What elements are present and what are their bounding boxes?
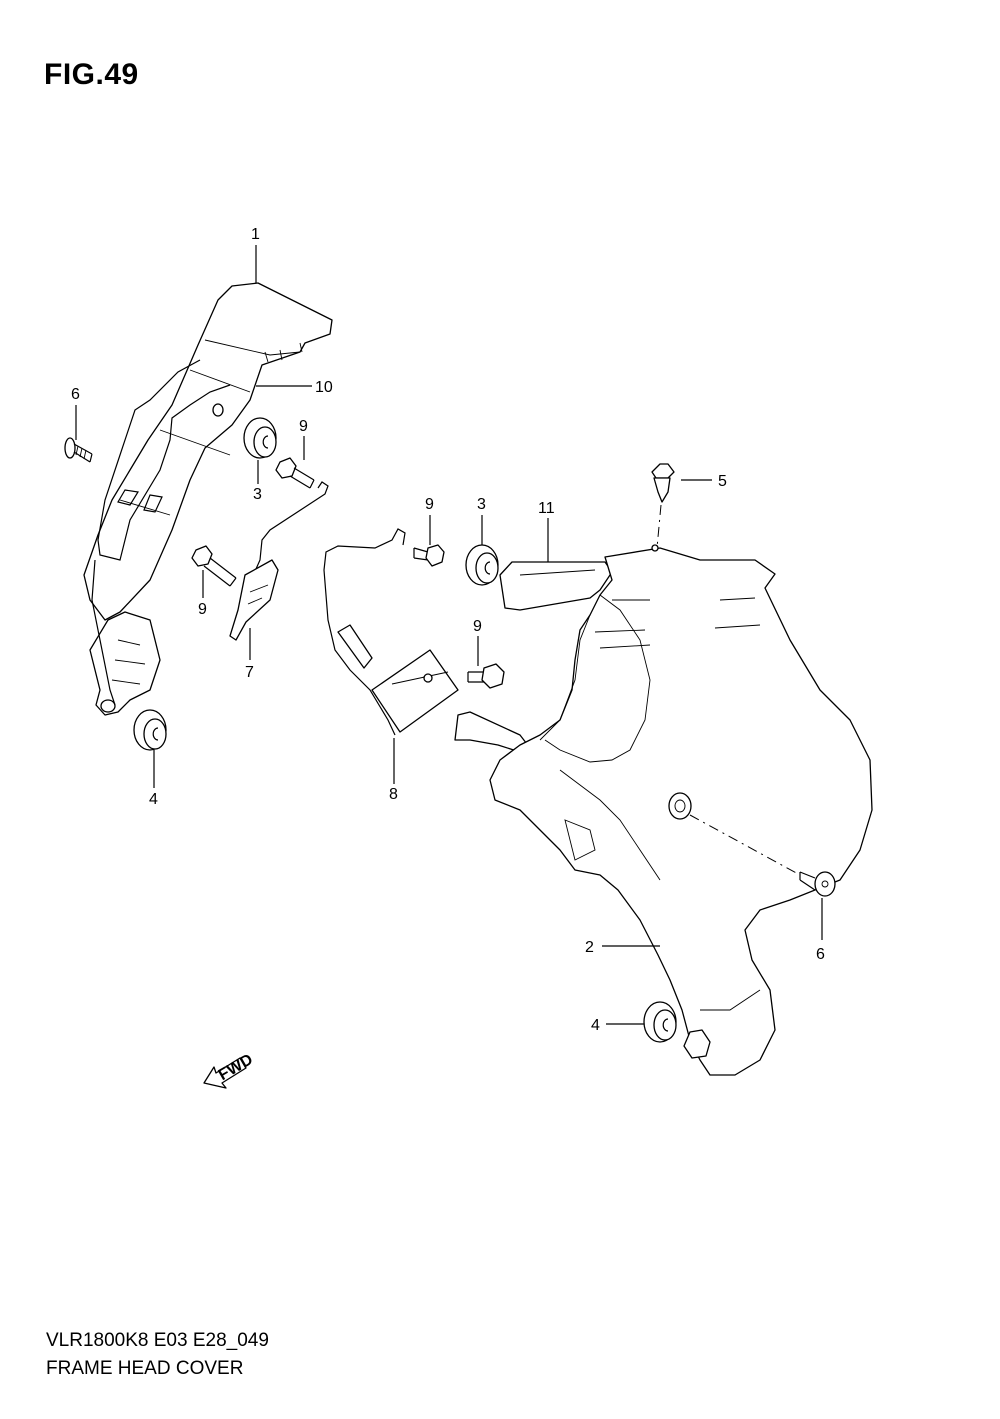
bolt-9-c [413, 544, 445, 567]
callout-6-right: 6 [816, 946, 825, 963]
grommet-4-left [133, 709, 167, 751]
callout-11: 11 [538, 500, 555, 517]
callout-5: 5 [718, 473, 727, 490]
callout-9-d: 9 [473, 618, 482, 635]
bracket-11 [454, 561, 613, 753]
bolt-9-a [275, 457, 315, 489]
frame-head-cover-right [489, 544, 873, 1076]
grommet-4-right [643, 1001, 677, 1043]
callout-9-c: 9 [425, 496, 434, 513]
forward-arrow: FWD [203, 1051, 256, 1089]
callout-9-b: 9 [198, 601, 207, 618]
callout-8: 8 [389, 786, 398, 803]
callout-10: 10 [315, 379, 333, 396]
bracket-8 [323, 528, 459, 736]
bolt-9-b [191, 545, 237, 587]
figure-name: FRAME HEAD COVER [46, 1358, 244, 1379]
callout-9-a: 9 [299, 418, 308, 435]
bolt-9-d [467, 663, 505, 689]
screw-6-left [64, 437, 93, 463]
clip-5 [651, 463, 675, 503]
frame-head-cover-left [83, 282, 333, 716]
callout-3-left: 3 [253, 486, 262, 503]
callout-6-left: 6 [71, 386, 80, 403]
bracket-7 [229, 481, 329, 641]
figure-code: VLR1800K8 E03 E28_049 [46, 1330, 269, 1351]
grommet-3-left [243, 417, 277, 459]
figure-title: FIG.49 [44, 58, 139, 91]
callout-4-right: 4 [591, 1017, 600, 1034]
callout-2: 2 [585, 939, 594, 956]
screw-6-right [799, 871, 836, 897]
callout-7: 7 [245, 664, 254, 681]
grommet-3-right [465, 544, 499, 586]
callout-3-right: 3 [477, 496, 486, 513]
callout-numbers: 1 10 6 9 3 9 7 4 9 3 11 5 9 8 6 2 4 [71, 226, 825, 1034]
callout-1: 1 [251, 226, 260, 243]
callout-4-left: 4 [149, 791, 158, 808]
fwd-label: FWD [216, 1051, 256, 1084]
bracket-10 [91, 359, 231, 706]
leader-lines [75, 245, 823, 1025]
